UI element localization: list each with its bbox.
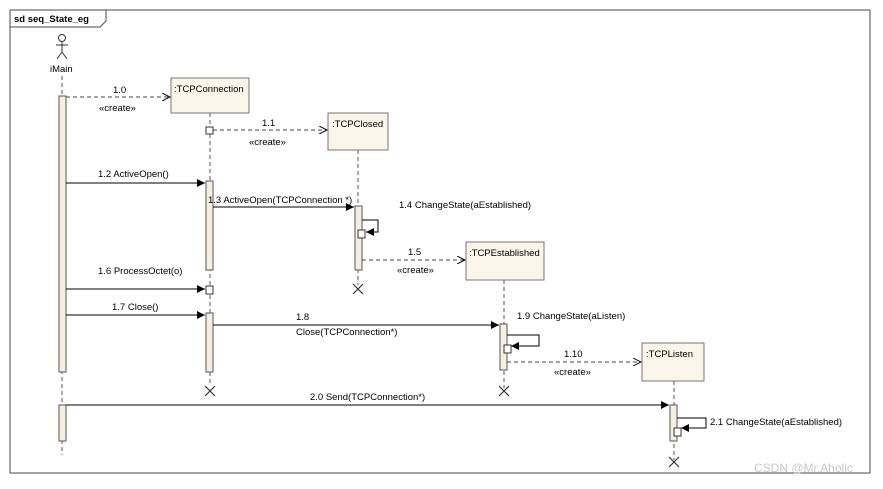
lifeline-box-tcpclosed[interactable]: :TCPClosed xyxy=(327,112,389,151)
svg-text::TCPEstablished: :TCPEstablished xyxy=(469,248,540,259)
message-1-9-label: 1.9 ChangeState(aListen) xyxy=(517,311,625,322)
self-activation-1-9 xyxy=(503,344,512,354)
message-1-4-label: 1.4 ChangeState(aEstablished) xyxy=(399,200,531,211)
message-1-1-label: 1.1 xyxy=(262,118,275,129)
lifeline-box-tcplisten[interactable]: :TCPListen xyxy=(641,342,705,382)
destroy-marker-tcpclosed xyxy=(352,283,364,295)
destroy-marker-tcplisten xyxy=(668,456,680,468)
actor-icon[interactable] xyxy=(56,34,68,60)
activation-imain-1 xyxy=(58,95,67,373)
message-1-10-stereotype: «create» xyxy=(554,367,591,378)
message-1-1-stereotype: «create» xyxy=(249,137,286,148)
watermark: CSDN @Mr.Aholic xyxy=(754,461,853,475)
destroy-marker-tcpconnection xyxy=(204,385,216,397)
lifeline-box-tcpconnection[interactable]: :TCPConnection xyxy=(170,77,250,114)
message-2-1[interactable] xyxy=(677,417,707,432)
message-1-0-label: 1.0 xyxy=(113,85,126,96)
actor-label: iMain xyxy=(50,64,73,75)
lifeline-box-tcpestablished[interactable]: :TCPEstablished xyxy=(465,241,545,281)
message-1-8-label: 1.8 xyxy=(296,312,309,323)
call-anchor-1-1 xyxy=(205,126,214,135)
message-1-5-label: 1.5 xyxy=(408,247,421,258)
message-2-0-label: 2.0 Send(TCPConnection*) xyxy=(310,392,425,403)
call-anchor-1-6 xyxy=(205,285,214,295)
activation-imain-2 xyxy=(58,404,67,442)
svg-text::TCPConnection: :TCPConnection xyxy=(174,84,244,95)
message-1-10-label: 1.10 xyxy=(564,349,583,360)
message-1-6-label: 1.6 ProcessOctet(o) xyxy=(98,266,182,277)
message-1-4[interactable] xyxy=(362,219,379,236)
self-activation-2-1 xyxy=(673,427,682,437)
svg-text::TCPListen: :TCPListen xyxy=(646,349,693,360)
message-1-5-stereotype: «create» xyxy=(397,265,434,276)
destroy-marker-tcpestablished xyxy=(498,385,510,397)
frame-title-tab xyxy=(10,10,107,28)
activation-tcplisten xyxy=(669,404,678,442)
frame-title: sd seq_State_eg xyxy=(14,14,89,25)
message-2-1-label: 2.1 ChangeState(aEstablished) xyxy=(710,417,842,428)
message-1-0-stereotype: «create» xyxy=(99,103,136,114)
message-1-3-label: 1.3 ActiveOpen(TCPConnection *) xyxy=(208,195,352,206)
message-1-7-label: 1.7 Close() xyxy=(112,302,158,313)
message-1-8-sublabel: Close(TCPConnection*) xyxy=(296,327,397,338)
message-1-9[interactable] xyxy=(507,334,540,350)
message-1-2-label: 1.2 ActiveOpen() xyxy=(98,169,169,180)
self-activation-1-4 xyxy=(357,229,366,239)
diagram-frame xyxy=(9,9,871,474)
svg-text::TCPClosed: :TCPClosed xyxy=(332,119,383,130)
activation-tcpconnection-2 xyxy=(205,312,214,373)
activation-tcpconnection-1 xyxy=(205,180,214,271)
